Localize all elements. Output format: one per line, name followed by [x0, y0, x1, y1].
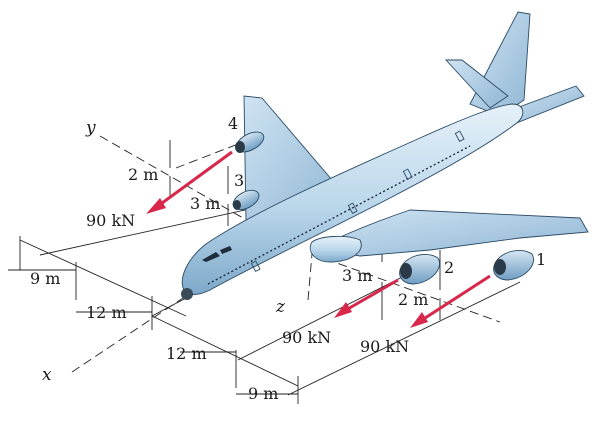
- force-arrow-mid: [345, 278, 399, 312]
- dim-2m-left: 2 m: [128, 165, 158, 184]
- dim-9m-bottom: 9 m: [248, 384, 278, 403]
- labels: y x z 4 3 2 1 2 m 3 m 90 kN 9 m 12 m 12 …: [30, 114, 546, 403]
- force-label-right: 90 kN: [360, 337, 409, 356]
- engine-number-2: 2: [444, 258, 454, 277]
- engine-3: [232, 189, 260, 211]
- dim-2m-right: 2 m: [398, 290, 428, 309]
- door: [250, 260, 261, 272]
- axis-label-z: z: [275, 297, 286, 317]
- cockpit-window: [202, 252, 220, 262]
- dim-3m-right: 3 m: [342, 266, 372, 285]
- force-arrowhead-left: [146, 198, 166, 214]
- force-arrow-right: [421, 274, 491, 322]
- engine-2: [399, 254, 440, 285]
- force-label-mid: 90 kN: [282, 328, 331, 347]
- fuselage: [181, 103, 524, 295]
- engine-number-4: 4: [228, 114, 238, 133]
- dimension-lines: [8, 140, 521, 404]
- engine-number-1: 1: [536, 250, 546, 269]
- door: [454, 130, 465, 142]
- engine-number-3: 3: [234, 171, 244, 190]
- left-horizontal-stabilizer: [444, 59, 509, 109]
- force-arrows: [146, 150, 491, 328]
- axis-label-y: y: [85, 118, 96, 138]
- force-arrowhead-mid: [334, 302, 352, 318]
- engine4-line: [175, 143, 239, 169]
- force-label-left: 90 kN: [86, 211, 135, 230]
- engine-1: [493, 250, 534, 281]
- airplane: [181, 11, 589, 300]
- dim-3m-left: 3 m: [190, 194, 220, 213]
- x-axis-line: [71, 295, 187, 373]
- door: [402, 168, 413, 180]
- dim-12m-top: 12 m: [86, 303, 127, 322]
- engine-right-line: [311, 253, 501, 323]
- force-arrowhead-right: [410, 312, 428, 328]
- y-axis-line: [99, 135, 251, 223]
- force-arrow-left: [157, 150, 233, 208]
- cockpit-window: [220, 246, 232, 254]
- dim-9m-top: 9 m: [30, 269, 60, 288]
- axis-label-x: x: [42, 365, 52, 385]
- z-axis-line: [307, 253, 313, 301]
- dim-12m-bottom: 12 m: [166, 344, 207, 363]
- nose-cone: [181, 288, 193, 300]
- reference-lines: [71, 135, 501, 373]
- wing-fairing: [309, 235, 362, 263]
- window-row: [207, 145, 471, 285]
- door: [347, 202, 358, 214]
- engine-4: [235, 131, 265, 153]
